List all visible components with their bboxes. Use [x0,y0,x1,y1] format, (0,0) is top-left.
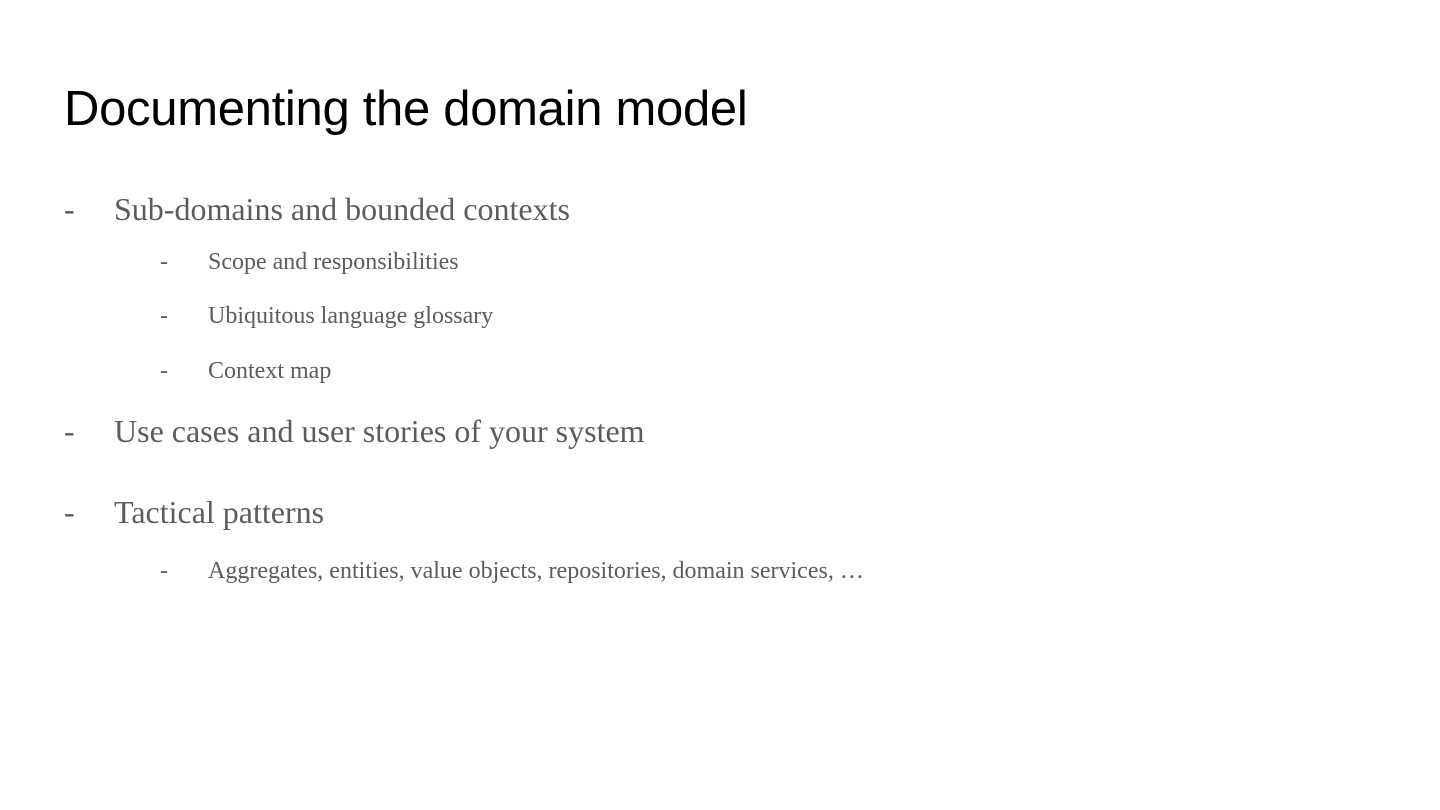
bullet-dash-icon: - [160,249,168,276]
bullet-dash-icon: - [64,493,75,530]
outline-item-level2: - Context map [64,356,1384,387]
slide-body-outline: - Sub-domains and bounded contexts - Sco… [64,188,1384,610]
bullet-dash-icon: - [160,558,168,585]
outline-item-label: Ubiquitous language glossary [208,303,494,330]
bullet-dash-icon: - [160,303,168,330]
outline-item-level1: - Use cases and user stories of your sys… [64,410,1384,453]
page-title: Documenting the domain model [64,82,748,136]
outline-item-level2: - Ubiquitous language glossary [64,301,1384,332]
outline-item-level1: - Tactical patterns [64,491,1384,534]
outline-item-label: Aggregates, entities, value objects, rep… [208,558,864,585]
outline-item-label: Context map [208,357,332,384]
outline-item-label: Use cases and user stories of your syste… [114,412,645,449]
outline-spacer [64,469,1384,491]
outline-item-label: Tactical patterns [114,493,325,530]
outline-item-level1: - Sub-domains and bounded contexts [64,188,1384,231]
bullet-dash-icon: - [64,412,75,449]
outline-item-level2: - Scope and responsibilities [64,247,1384,278]
outline-item-label: Sub-domains and bounded contexts [114,191,570,227]
outline-item-level2: - Aggregates, entities, value objects, r… [64,556,1384,587]
outline-sublist: - Scope and responsibilities - Ubiquitou… [64,247,1384,387]
bullet-dash-icon: - [64,191,75,227]
bullet-dash-icon: - [160,357,168,384]
outline-sublist: - Aggregates, entities, value objects, r… [64,550,1384,587]
outline-item-label: Scope and responsibilities [208,249,459,276]
